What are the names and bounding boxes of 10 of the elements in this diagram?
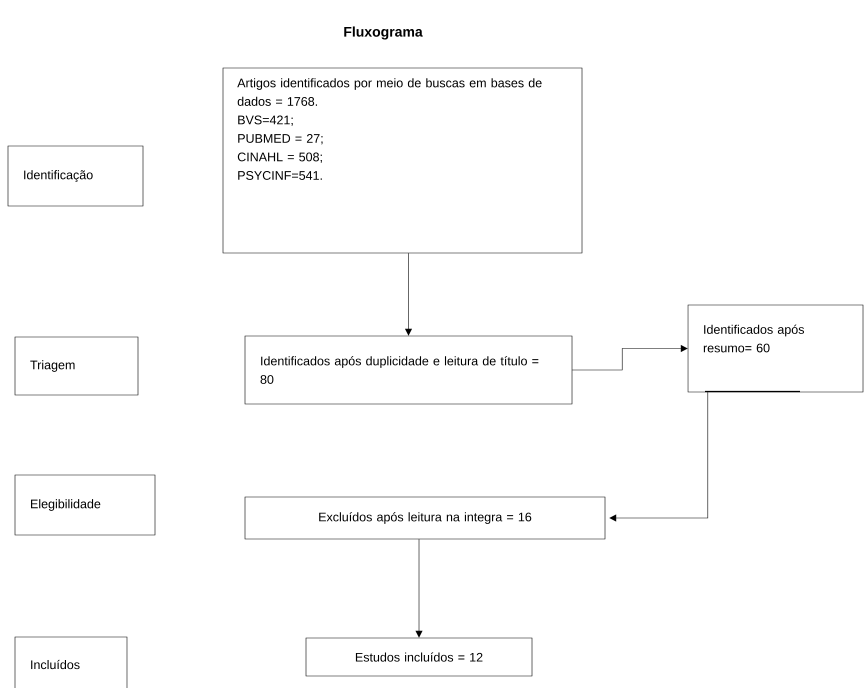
process-box: Excluídos após leitura na integra = 16 <box>244 496 606 540</box>
stage-label-box: Triagem <box>14 336 138 396</box>
process-box: Identificados após duplicidade e leitura de título = 80 <box>244 336 572 404</box>
stage-label-box: Incluídos <box>14 636 128 688</box>
stage-label-box: Identificação <box>8 146 144 206</box>
stage-label-box: Elegibilidade <box>14 474 156 536</box>
process-box: Estudos incluídos = 12 <box>306 638 532 676</box>
title: Fluxograma <box>344 26 423 40</box>
process-box: Identificados após resumo= 60 <box>688 304 864 392</box>
process-box: Artigos identificados por meio de buscas em bases de dados = 1768. BVS=421; PUBMED = 27; CINAHL = 508; PSYCINF=541. <box>222 68 582 254</box>
